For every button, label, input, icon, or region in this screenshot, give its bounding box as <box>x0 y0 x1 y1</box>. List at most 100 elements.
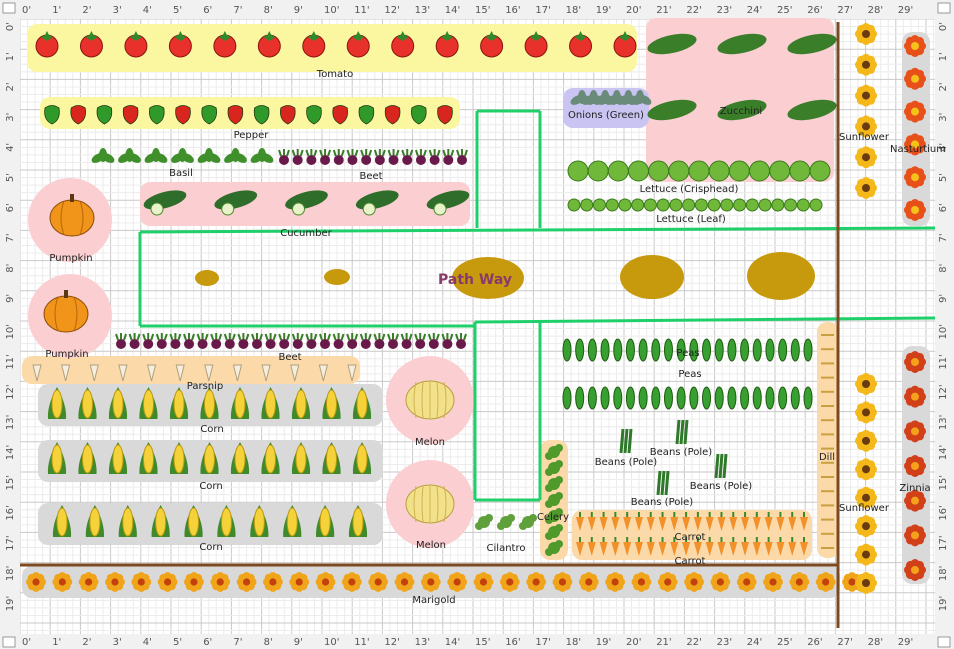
beet-leaf-icon <box>183 333 195 341</box>
stepping-stone <box>452 257 524 299</box>
carrot-icon <box>764 542 773 556</box>
beet-leaf-icon <box>441 333 454 341</box>
column-tick-label: 5' <box>173 637 182 648</box>
beet-icon <box>428 339 439 349</box>
row-tick-label: 5' <box>5 173 16 182</box>
lettuce-icon <box>771 198 785 212</box>
marigold-icon <box>664 578 672 586</box>
celery-icon <box>545 548 553 556</box>
parsnip-icon <box>32 364 42 382</box>
marigold-icon <box>637 578 646 586</box>
tomato-stem-icon <box>174 31 187 41</box>
pumpkin-rib-icon <box>54 296 78 332</box>
beet-leaf-icon <box>196 333 209 341</box>
bean-pod-icon <box>683 419 689 445</box>
plant-label-beans-pole-1: Beans (Pole) <box>595 457 657 468</box>
beet-icon <box>292 339 303 349</box>
beet-leaf-icon <box>387 149 400 157</box>
pepper-icon <box>201 105 217 125</box>
pea-pod-icon <box>676 338 686 362</box>
ruler-corner-icon <box>937 636 951 648</box>
cucumber-slice-icon <box>362 202 376 216</box>
corn-icon <box>352 507 364 537</box>
zinnia-icon <box>911 566 919 574</box>
carrot-icon <box>670 542 679 556</box>
bean-pod-icon <box>675 419 681 445</box>
beet-leaf-icon <box>427 333 440 341</box>
marigold-icon <box>242 578 251 586</box>
parsnip-icon <box>347 364 357 382</box>
plant-label-melon-2: Melon <box>416 540 446 551</box>
beet-icon <box>306 339 317 349</box>
pea-pod-icon <box>727 338 737 362</box>
beet-leaf-icon <box>387 333 399 341</box>
stepping-stone <box>620 255 684 299</box>
pea-pod-icon <box>702 338 712 362</box>
melon-rib-icon <box>436 485 439 523</box>
beet-icon <box>388 155 399 165</box>
ruler-corner-icon <box>2 2 16 14</box>
pumpkin-icon <box>43 295 89 333</box>
carrot-icon <box>682 517 691 531</box>
corn-icon <box>204 389 215 419</box>
corn-icon <box>82 389 93 419</box>
beet-icon <box>292 155 303 165</box>
bean-pod-icon <box>623 428 629 454</box>
tomato-stem-icon <box>530 31 543 41</box>
carrot-icon <box>670 517 679 531</box>
beet-leaf-icon <box>332 333 345 341</box>
lettuce-icon <box>708 160 730 182</box>
column-tick-label: 18' <box>566 5 581 16</box>
plant-label-celery: Celery <box>537 512 569 523</box>
corn-icon <box>265 389 276 419</box>
beet-leaf-icon <box>305 149 318 157</box>
pea-pod-icon <box>562 386 572 410</box>
carrot-icon <box>705 517 714 531</box>
marigold-icon <box>32 578 40 586</box>
carrot-icon <box>646 542 655 556</box>
marigold-icon <box>690 578 698 586</box>
sunflower-icon <box>862 91 870 100</box>
carrot-icon <box>576 517 584 531</box>
lettuce-icon <box>682 198 696 212</box>
beet-leaf-icon <box>169 333 182 341</box>
pea-pod-icon <box>638 386 648 410</box>
carrot-icon <box>717 517 726 531</box>
row-tick-label: 8' <box>938 264 949 273</box>
corn-icon <box>234 389 246 419</box>
pea-pod-icon <box>765 386 775 410</box>
column-tick-label: 13' <box>415 5 430 16</box>
marigold-icon <box>769 578 777 586</box>
marigold-icon <box>743 578 751 586</box>
corn-icon <box>234 444 246 474</box>
tomato-stem-icon <box>441 31 454 41</box>
parsnip-icon <box>118 364 128 382</box>
carrot-icon <box>646 517 655 531</box>
beet-icon <box>361 155 372 165</box>
row-tick-label: 13' <box>5 415 16 430</box>
row-tick-label: 0' <box>938 22 949 31</box>
marigold-icon <box>295 578 303 586</box>
beet-leaf-icon <box>332 149 345 157</box>
pea-pod-icon <box>702 386 712 410</box>
row-tick-label: 16' <box>938 505 949 520</box>
left-ruler <box>0 0 20 649</box>
row-tick-label: 14' <box>5 445 16 460</box>
beet-icon <box>306 155 317 165</box>
beet-icon <box>320 155 331 165</box>
column-tick-label: 29' <box>898 5 913 16</box>
column-tick-label: 26' <box>807 637 822 648</box>
cilantro-icon <box>507 514 515 522</box>
beet-icon <box>415 155 426 165</box>
path-edge-line <box>474 316 936 324</box>
bean-pod-icon <box>714 453 720 479</box>
row-tick-label: 5' <box>938 173 949 182</box>
beet-icon <box>443 155 454 165</box>
lettuce-icon <box>669 198 683 212</box>
row-tick-label: 2' <box>5 82 16 91</box>
beet-icon <box>401 339 412 349</box>
basil-icon <box>152 148 160 162</box>
corn-icon <box>173 444 185 474</box>
pea-pod-icon <box>651 338 661 362</box>
